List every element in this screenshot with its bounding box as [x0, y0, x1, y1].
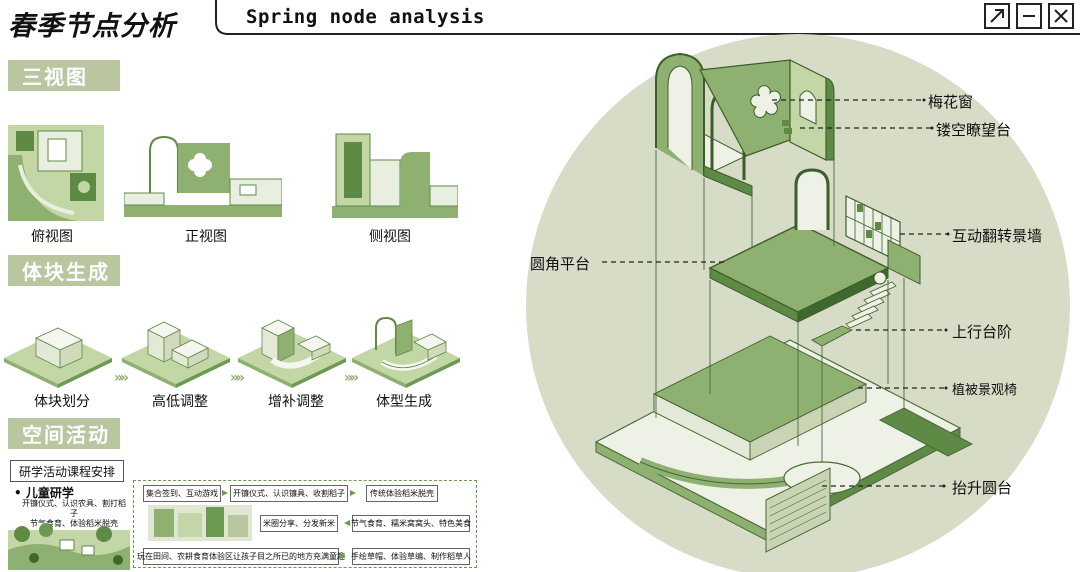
projection-lines — [655, 150, 905, 462]
caption-massing-step-4: 体型生成 — [376, 394, 432, 410]
close-button[interactable] — [1048, 3, 1074, 29]
section-label-massing: 体块生成 — [8, 255, 120, 286]
page-title-en: Spring node analysis — [246, 6, 485, 28]
callout-planted-bench: 植被景观椅 — [952, 383, 1018, 398]
top-view-drawing — [8, 125, 104, 221]
top-pavilion — [655, 52, 835, 197]
activity-step-2: 开镰仪式、认识镰具、收割稻子 — [230, 485, 348, 502]
stairs — [811, 281, 897, 347]
front-view-drawing — [124, 135, 282, 217]
page-title-cn: 春季节点分析 — [8, 11, 176, 42]
chevron-right-icon: »» — [114, 370, 129, 386]
callout-leaders — [602, 99, 948, 487]
activity-step-7: 手绘草帽、体验草编、制作稻草人 — [351, 548, 471, 565]
header-divider — [226, 33, 1080, 35]
chevron-right-icon: »» — [344, 370, 359, 386]
caption-massing-step-1: 体块划分 — [34, 394, 90, 410]
caption-front-view: 正视图 — [185, 229, 227, 245]
section-label-three-views: 三视图 — [8, 60, 120, 91]
callout-upward-steps: 上行台阶 — [952, 323, 1013, 341]
chevron-right-icon: »» — [230, 370, 245, 386]
activity-subtitle-text: 儿童研学 — [25, 486, 74, 500]
caption-massing-step-2: 高低调整 — [152, 394, 208, 410]
caption-massing-step-3: 增补调整 — [268, 394, 324, 410]
massing-step-1-drawing — [4, 327, 112, 388]
caption-top-view: 俯视图 — [31, 229, 73, 245]
activity-desc-line-1: 开镰仪式、认识农具、割打稻子 — [22, 499, 126, 518]
massing-diagram — [4, 316, 460, 388]
callout-flip-wall: 互动翻转景墙 — [952, 227, 1043, 245]
activity-step-4: 米圈分享、分发新米 — [260, 515, 338, 532]
activity-flow-frame — [133, 480, 477, 568]
title-separator — [215, 0, 229, 35]
caption-side-view: 侧视图 — [369, 229, 411, 245]
massing-step-2-drawing — [122, 321, 230, 388]
callout-plum-window: 梅花窗 — [928, 93, 974, 111]
side-view-drawing — [332, 133, 458, 218]
activity-step-5: 节气食育、糯米窝窝头、特色美食 — [351, 515, 471, 532]
callout-hollow-lookout: 镂空瞭望台 — [936, 121, 1012, 139]
activity-schedule-title: 研学活动课程安排 — [10, 460, 124, 482]
section-label-activity: 空间活动 — [8, 418, 120, 449]
activity-step-6: 玩在田间、农耕食育体验区让孩子目之所已的地方充满童趣 — [137, 548, 345, 565]
activity-photo — [148, 505, 252, 541]
activity-subtitle: • 儿童研学 — [14, 486, 74, 500]
massing-step-3-drawing — [238, 319, 346, 388]
callout-round-platform: 圆角平台 — [530, 255, 591, 273]
minimize-icon — [1023, 15, 1035, 17]
close-icon — [1054, 9, 1068, 23]
massing-step-4-drawing — [352, 316, 460, 388]
minimize-button[interactable] — [1016, 3, 1042, 29]
farm-illustration — [8, 523, 130, 570]
expand-arrow-icon — [990, 9, 1004, 23]
expand-button[interactable] — [984, 3, 1010, 29]
activity-desc-line-2: 节气食育、体验稻米脱壳 — [30, 519, 118, 528]
middle-platform — [708, 168, 921, 347]
activity-step-1: 集合签到、互动游戏 — [143, 485, 221, 502]
callout-raised-stage: 抬升圆台 — [952, 479, 1013, 497]
activity-step-3: 传统体验稻米脱壳 — [366, 485, 438, 502]
activity-description: 开镰仪式、认识农具、割打稻子 节气食育、体验稻米脱壳 — [22, 499, 126, 529]
header: 春季节点分析 Spring node analysis — [0, 0, 1080, 42]
